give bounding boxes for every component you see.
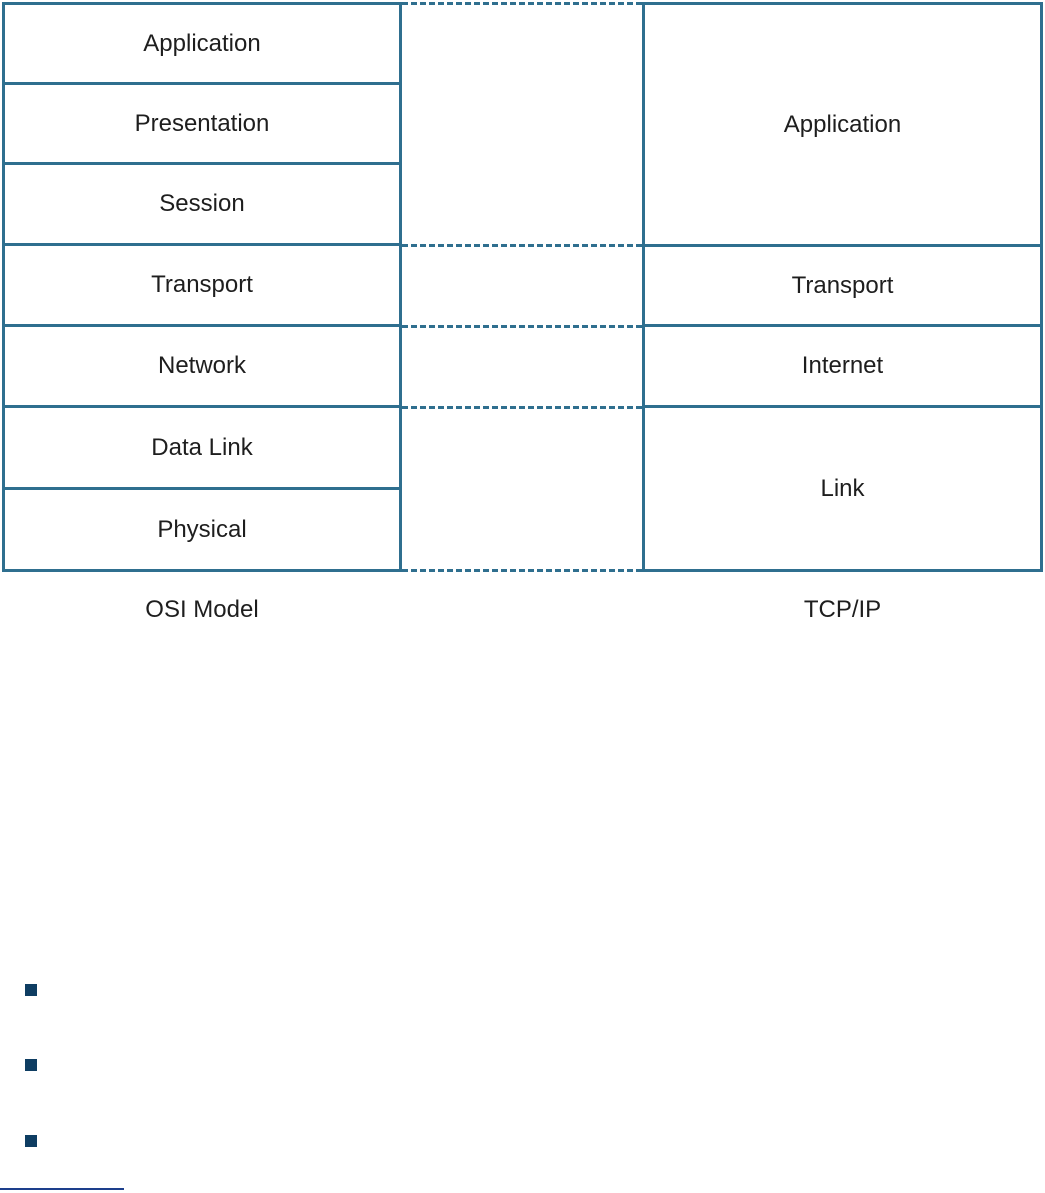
osi-layer-data-link: Data Link <box>2 408 402 490</box>
osi-layer-label: Transport <box>151 271 253 298</box>
osi-layer-label: Application <box>143 29 261 57</box>
bullet-marker <box>25 984 37 996</box>
boundary-connector-application-transport <box>402 244 642 247</box>
link-underline[interactable] <box>0 1188 124 1190</box>
osi-layer-label: Session <box>159 190 245 217</box>
osi-caption: OSI Model <box>145 596 259 623</box>
tcpip-layer-link: Link <box>642 408 1043 572</box>
bullet-marker <box>25 1059 37 1071</box>
tcpip-layer-transport: Transport <box>642 247 1043 327</box>
osi-layer-label: Physical <box>157 515 247 543</box>
osi-layer-label: Presentation <box>134 109 270 137</box>
tcpip-layer-internet: Internet <box>642 327 1043 408</box>
osi-layer-label: Network <box>157 352 247 379</box>
boundary-connector-bottom <box>402 569 642 572</box>
tcpip-layer-label: Transport <box>791 271 894 299</box>
tcpip-layer-label: Link <box>820 474 865 502</box>
boundary-connector-top <box>402 2 642 5</box>
tcpip-layer-application: Application <box>642 2 1043 247</box>
bullet-marker <box>25 1135 37 1147</box>
tcpip-layer-label: Internet <box>801 352 884 379</box>
osi-layer-application: Application <box>2 2 402 85</box>
tcpip-caption: TCP/IP <box>803 596 882 623</box>
boundary-connector-network-link <box>402 406 642 409</box>
tcpip-layer-label: Application <box>783 110 902 138</box>
boundary-connector-transport-network <box>402 325 642 328</box>
osi-layer-transport: Transport <box>2 246 402 327</box>
osi-layer-presentation: Presentation <box>2 85 402 165</box>
osi-layer-network: Network <box>2 327 402 408</box>
osi-layer-session: Session <box>2 165 402 246</box>
osi-layer-physical: Physical <box>2 490 402 572</box>
osi-layer-label: Data Link <box>151 433 253 461</box>
